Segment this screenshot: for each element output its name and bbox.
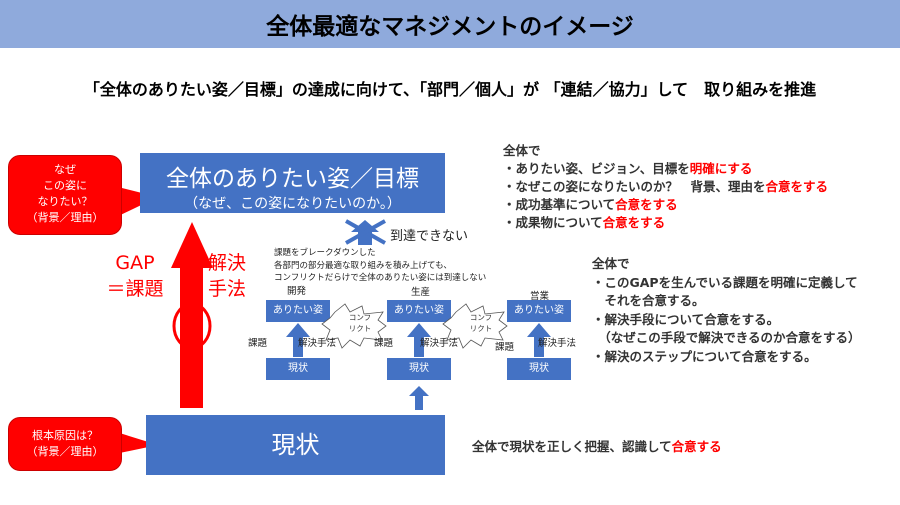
conflict-line: リクト	[348, 324, 372, 333]
item-emphasis: 合意をする	[765, 179, 829, 194]
callout-why: なぜ この姿に なりたい？ （背景／理由）	[8, 155, 122, 235]
dept-goal-box: ありたい姿	[266, 300, 330, 322]
conflict-line: コンフ	[348, 313, 372, 322]
goal-box: 全体のありたい姿／目標 （なぜ、この姿になりたいのか。）	[140, 153, 445, 213]
method-label: 解決手法	[538, 338, 577, 349]
goal-title: 全体のありたい姿／目標	[166, 166, 419, 192]
dept-current-box: 現状	[266, 358, 330, 380]
right-mid-item: それを合意する。	[592, 293, 705, 308]
right-mid-head: 全体で	[592, 256, 630, 271]
unreachable-label: 到達できない	[390, 229, 469, 244]
callout-pointers	[110, 185, 158, 455]
right-top-text: 全体で ・ありたい姿、ビジョン、目標を明確にする ・なぜこの姿になりたいのか？ …	[503, 142, 828, 232]
callout-line: なりたい？	[37, 195, 93, 208]
right-mid-item: ・このGAPを生んでいる課題を明確に定義して	[592, 274, 858, 290]
goal-subtitle: （なぜ、この姿になりたいのか。）	[184, 196, 401, 212]
dept-current-box: 現状	[507, 358, 571, 380]
conflict-line: リクト	[469, 324, 493, 333]
callout-line: （背景／理由）	[26, 445, 104, 458]
conflict-label: コンフリクト	[463, 312, 499, 334]
current-box: 現状	[146, 415, 445, 475]
gap-arrow-icon	[171, 222, 213, 408]
right-top-item: ・成功基準について合意をする	[503, 196, 828, 214]
right-mid-item: （なぜこの手段で解決できるのか合意をする）	[592, 330, 861, 345]
callout-line: なぜ	[54, 163, 76, 176]
right-mid-item: ・解決手段について合意をする。	[592, 311, 780, 327]
dept-name: 開発	[287, 286, 307, 297]
bottom-text: 全体で現状を正しく把握、認識して	[472, 439, 672, 454]
right-top-item: ・なぜこの姿になりたいのか？ 背景、理由を合意をする	[503, 178, 828, 196]
gap-label: GAP ＝課題	[106, 250, 164, 302]
callout-line: この姿に	[43, 179, 87, 192]
item-emphasis: 明確にする	[689, 161, 753, 176]
dept-name: 生産	[411, 287, 431, 298]
note-line: 課題をブレークダウンした	[274, 248, 376, 258]
method-label: 解決手法	[420, 338, 459, 349]
item-text: ・ありたい姿、ビジョン、目標を	[503, 161, 690, 176]
issue-label: 課題	[495, 342, 515, 353]
solution-label: 解決手法	[208, 250, 246, 302]
note-line: コンフリクトだらけで全体のありたい姿には到達しない	[274, 273, 487, 283]
bottom-emphasis: 合意する	[671, 439, 722, 454]
page-title: 全体最適なマネジメントのイメージ	[0, 0, 900, 48]
issue-label: 課題	[374, 338, 394, 349]
item-text: ・成果物について	[503, 215, 603, 230]
issue-label: 課題	[248, 338, 268, 349]
item-emphasis: 合意をする	[602, 215, 666, 230]
dept-goal-box: ありたい姿	[387, 300, 451, 322]
item-text: ・成功基準について	[503, 197, 616, 212]
note-line: 各部門の部分最適な取り組みを積み上げても、	[274, 260, 452, 271]
right-mid-item: ・解決のステップについて合意をする。	[592, 348, 817, 364]
dept-goal-box: ありたい姿	[507, 300, 571, 322]
dept-current-box: 現状	[387, 358, 451, 380]
callout-line: （背景／理由）	[26, 211, 104, 224]
dept-name: 営業	[530, 291, 550, 302]
right-bottom-text: 全体で現状を正しく把握、認識して合意する	[472, 438, 722, 456]
right-mid-text: 全体で ・このGAPを生んでいる課題を明確に定義して それを合意する。 ・解決手…	[592, 255, 861, 366]
item-emphasis: 合意をする	[615, 197, 678, 212]
subtitle: 「全体のありたい姿／目標」の達成に向けて、「部門／個人」が 「連結／協力」して …	[83, 80, 817, 99]
right-top-head: 全体で	[503, 143, 541, 158]
gap-line: GAP	[115, 252, 155, 274]
right-top-item: ・成果物について合意をする	[503, 214, 828, 232]
item-text: ・なぜこの姿になりたいのか？ 背景、理由を	[503, 179, 766, 194]
conflict-line: コンフ	[469, 313, 493, 322]
conflict-label: コンフリクト	[342, 312, 378, 334]
solution-line: 手法	[208, 278, 247, 300]
dept-arrows-icon	[286, 303, 551, 410]
gap-line: ＝課題	[106, 278, 164, 300]
callout-line: 根本原因は？	[32, 429, 98, 442]
solution-line: 解決	[208, 252, 247, 274]
breakdown-note: 課題をブレークダウンした 各部門の部分最適な取り組みを積み上げても、 コンフリク…	[274, 247, 486, 285]
callout-root-cause: 根本原因は？ （背景／理由）	[8, 417, 122, 471]
right-top-item: ・ありたい姿、ビジョン、目標を明確にする	[503, 160, 828, 178]
blocked-arrow-icon	[345, 219, 386, 245]
method-label: 解決手法	[298, 338, 337, 349]
